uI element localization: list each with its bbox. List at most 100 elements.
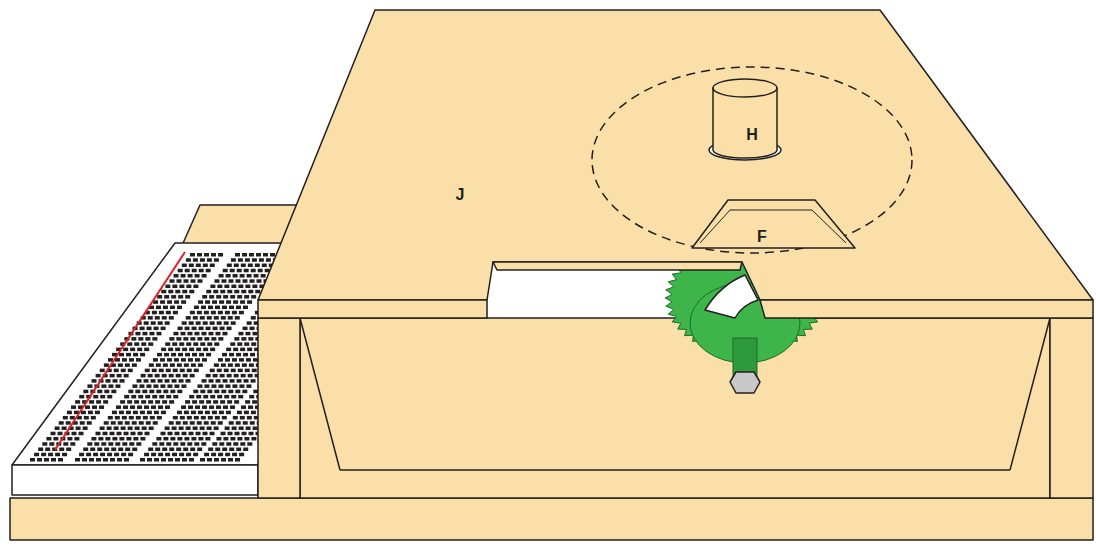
breadboard-hole xyxy=(156,306,161,310)
breadboard-hole xyxy=(235,458,240,462)
breadboard-hole xyxy=(165,321,170,325)
breadboard-hole xyxy=(42,442,47,446)
breadboard-hole xyxy=(243,447,248,451)
breadboard-hole xyxy=(177,306,182,310)
breadboard-hole xyxy=(249,395,254,399)
breadboard-hole xyxy=(159,369,164,373)
breadboard-hole xyxy=(182,290,187,294)
breadboard-hole xyxy=(161,290,166,294)
breadboard-hole xyxy=(140,411,145,415)
breadboard-hole xyxy=(210,369,215,373)
breadboard-hole xyxy=(167,300,172,304)
breadboard-hole xyxy=(208,416,213,420)
breadboard-hole xyxy=(149,426,154,430)
breadboard-hole xyxy=(245,285,250,289)
breadboard-hole xyxy=(204,337,209,341)
breadboard-hole xyxy=(214,316,219,320)
breadboard-hole xyxy=(139,421,144,425)
breadboard-hole xyxy=(163,390,168,394)
breadboard-hole xyxy=(178,295,183,299)
breadboard-hole xyxy=(214,363,219,367)
breadboard-hole xyxy=(148,316,153,320)
breadboard-hole xyxy=(142,332,147,336)
breadboard-hole xyxy=(89,458,94,462)
breadboard-hole xyxy=(95,411,100,415)
breadboard-hole xyxy=(239,453,244,457)
breadboard-hole xyxy=(241,337,246,341)
breadboard-hole xyxy=(214,342,219,346)
breadboard-hole xyxy=(242,253,247,257)
breadboard-hole xyxy=(197,253,202,257)
breadboard-hole xyxy=(131,395,136,399)
breadboard-hole xyxy=(128,426,133,430)
breadboard-hole xyxy=(225,453,230,457)
breadboard-hole xyxy=(170,306,175,310)
breadboard-hole xyxy=(160,300,165,304)
breadboard-hole xyxy=(179,379,184,383)
breadboard-hole xyxy=(237,269,242,273)
breadboard-hole xyxy=(185,269,190,273)
breadboard-hole xyxy=(156,332,161,336)
breadboard-hole xyxy=(224,321,229,325)
breadboard-hole xyxy=(239,426,244,430)
breadboard-hole xyxy=(170,437,175,441)
breadboard-hole xyxy=(128,453,133,457)
breadboard-hole xyxy=(208,306,213,310)
breadboard-hole xyxy=(231,395,236,399)
breadboard-hole xyxy=(160,384,165,388)
breadboard-hole xyxy=(48,453,53,457)
breadboard-hole xyxy=(149,363,154,367)
breadboard-hole xyxy=(199,353,204,357)
breadboard-hole xyxy=(222,416,227,420)
breadboard-hole xyxy=(196,348,201,352)
breadboard-hole xyxy=(211,384,216,388)
breadboard-hole xyxy=(207,316,212,320)
breadboard-hole xyxy=(138,337,143,341)
breadboard-hole xyxy=(151,321,156,325)
breadboard-hole xyxy=(176,447,181,451)
breadboard-hole xyxy=(80,421,85,425)
breadboard-hole xyxy=(230,269,235,273)
breadboard-hole xyxy=(166,395,171,399)
breadboard-hole xyxy=(108,384,113,388)
breadboard-hole xyxy=(182,264,187,268)
breadboard-hole xyxy=(241,264,246,268)
breadboard-hole xyxy=(41,453,46,457)
breadboard-hole xyxy=(175,290,180,294)
breadboard-hole xyxy=(223,437,228,441)
breadboard-hole xyxy=(197,421,202,425)
breadboard-hole xyxy=(246,426,251,430)
breadboard-hole xyxy=(158,379,163,383)
breadboard-hole xyxy=(63,416,68,420)
breadboard-hole xyxy=(192,327,197,331)
breadboard-hole xyxy=(127,400,132,404)
breadboard-hole xyxy=(205,300,210,304)
breadboard-hole xyxy=(202,274,207,278)
breadboard-hole xyxy=(126,411,131,415)
breadboard-hole xyxy=(190,374,195,378)
breadboard-hole xyxy=(186,258,191,262)
breadboard-hole xyxy=(168,458,173,462)
breadboard-hole xyxy=(165,426,170,430)
breadboard-hole xyxy=(82,458,87,462)
breadboard-hole xyxy=(244,295,249,299)
breadboard-hole xyxy=(118,421,123,425)
breadboard-hole xyxy=(161,327,166,331)
breadboard-hole xyxy=(243,306,248,310)
breadboard-hole xyxy=(206,374,211,378)
breadboard-hole xyxy=(239,384,244,388)
breadboard-hole xyxy=(197,384,202,388)
breadboard-hole xyxy=(201,442,206,446)
breadboard-hole xyxy=(137,379,142,383)
breadboard-hole xyxy=(238,332,243,336)
breadboard-hole xyxy=(194,442,199,446)
breadboard-hole xyxy=(100,426,105,430)
breadboard-hole xyxy=(180,332,185,336)
breadboard-hole xyxy=(185,327,190,331)
breadboard-hole xyxy=(96,458,101,462)
breadboard-hole xyxy=(172,453,177,457)
breadboard-hole xyxy=(132,447,137,451)
breadboard-hole xyxy=(177,437,182,441)
breadboard-hole xyxy=(159,442,164,446)
breadboard-hole xyxy=(178,353,183,357)
